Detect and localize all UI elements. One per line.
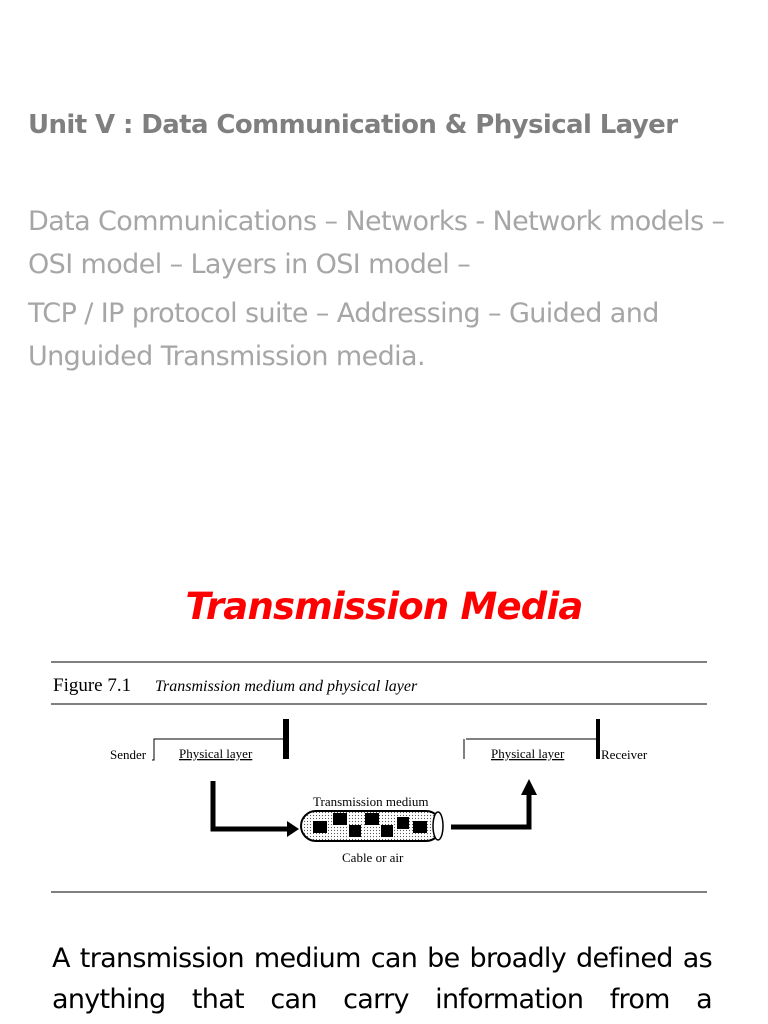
- unit-title: Unit V : Data Communication & Physical L…: [28, 110, 678, 140]
- sender-label: Sender: [110, 747, 147, 762]
- receiver-arrow: [451, 793, 532, 830]
- sender-arrow: [210, 781, 287, 832]
- figure-7-1: Figure 7.1 Transmission medium and physi…: [51, 661, 707, 895]
- receiver-arrow-head: [521, 779, 537, 795]
- body-paragraph: A transmission medium can be broadly def…: [52, 943, 713, 1015]
- sender-physical-layer: Physical layer: [179, 746, 253, 761]
- figure-diagram: Figure 7.1 Transmission medium and physi…: [51, 661, 707, 893]
- topics-line-1: Data Communications – Networks - Network…: [28, 206, 725, 280]
- figure-caption: Transmission medium and physical layer: [155, 678, 418, 695]
- medium-sublabel: Cable or air: [342, 850, 404, 865]
- medium-signal-blocks: [313, 813, 427, 837]
- receiver-bar: [596, 719, 600, 759]
- topics-line-2: TCP / IP protocol suite – Addressing – G…: [28, 298, 659, 372]
- medium-label: Transmission medium: [313, 794, 428, 809]
- receiver-physical-layer: Physical layer: [491, 746, 565, 761]
- sender-box: [152, 738, 283, 761]
- section-title: Transmission Media: [185, 585, 583, 628]
- figure-number: Figure 7.1: [53, 675, 131, 696]
- receiver-label: Receiver: [601, 747, 648, 762]
- sender-bar: [283, 719, 289, 759]
- topics-list: Data Communications – Networks - Network…: [28, 200, 758, 384]
- sender-arrow-head: [287, 821, 299, 837]
- medium-cylinder-end: [432, 811, 444, 841]
